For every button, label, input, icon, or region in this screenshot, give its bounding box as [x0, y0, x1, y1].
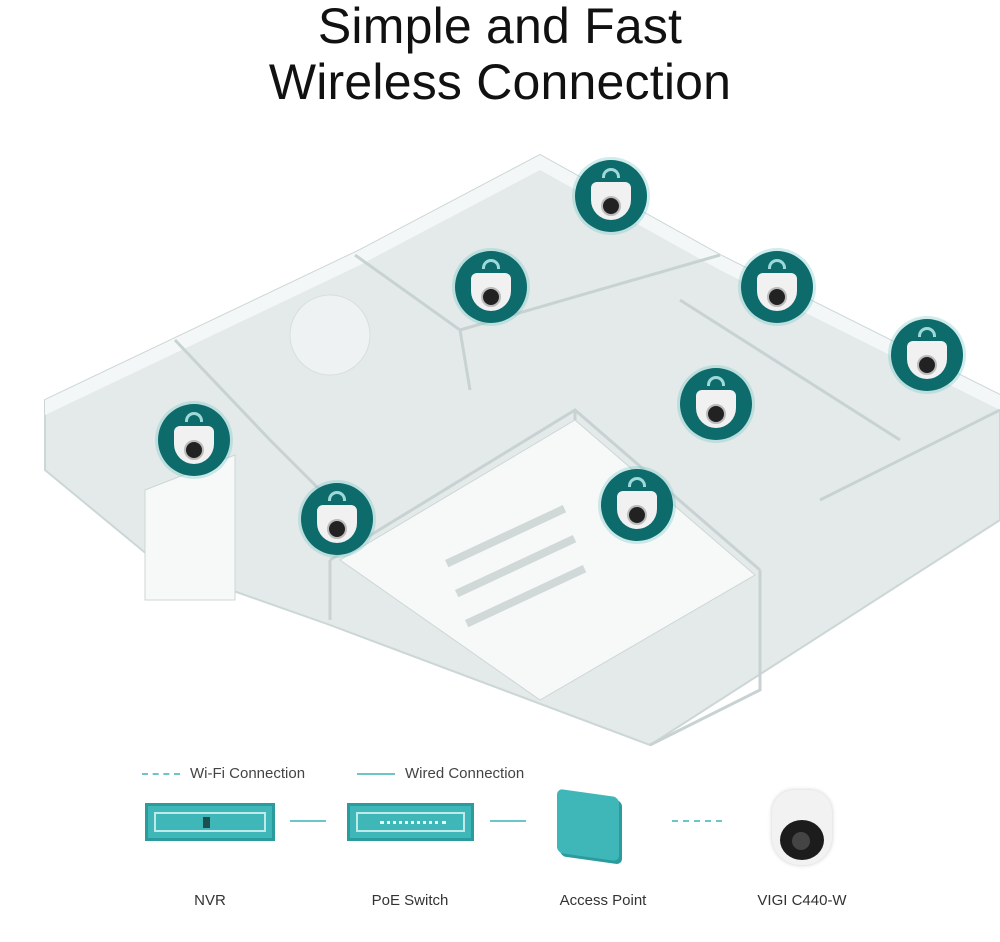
camera-badge [158, 404, 230, 476]
camera-badge [741, 251, 813, 323]
camera-icon [706, 404, 726, 424]
wifi-icon [918, 327, 936, 337]
camera-badge [891, 319, 963, 391]
legend-wifi: Wi-Fi Connection [142, 765, 305, 782]
title-line-1: Simple and Fast [317, 0, 683, 54]
camera-badge [601, 469, 673, 541]
camera-icon [601, 196, 621, 216]
camera-badge [680, 368, 752, 440]
legend-wired: Wired Connection [357, 765, 524, 782]
office-floorplan [44, 153, 1000, 747]
wired-link [290, 820, 326, 822]
solid-line-icon [357, 772, 395, 775]
access-point-icon [557, 788, 619, 862]
camera-icon [184, 440, 204, 460]
camera-icon [917, 355, 937, 375]
title-line-2: Wireless Connection [268, 54, 732, 110]
wifi-icon [707, 376, 725, 386]
camera-badge [455, 251, 527, 323]
device-label-access-point: Access Point [559, 892, 647, 909]
wifi-icon [482, 259, 500, 269]
wifi-icon [628, 477, 646, 487]
wired-link [490, 820, 526, 822]
device-label-poe-switch: PoE Switch [371, 892, 449, 909]
camera-badge [575, 160, 647, 232]
nvr-icon [145, 803, 275, 841]
camera-icon [767, 287, 787, 307]
legend-label: Wired Connection [405, 765, 525, 782]
dashed-line-icon [142, 772, 180, 775]
camera-icon [627, 505, 647, 525]
wifi-icon [185, 412, 203, 422]
legend-label: Wi-Fi Connection [190, 765, 306, 782]
camera-icon [772, 790, 832, 865]
camera-icon [327, 519, 347, 539]
wifi-link [672, 820, 722, 822]
camera-badge [301, 483, 373, 555]
page-title: Simple and Fast Wireless Connection [0, 0, 1000, 110]
poe-switch-icon [347, 803, 474, 841]
device-label-camera: VIGI C440-W [757, 892, 847, 909]
wifi-icon [328, 491, 346, 501]
wifi-icon [768, 259, 786, 269]
camera-icon [481, 287, 501, 307]
wifi-icon [602, 168, 620, 178]
device-label-nvr: NVR [194, 892, 226, 909]
